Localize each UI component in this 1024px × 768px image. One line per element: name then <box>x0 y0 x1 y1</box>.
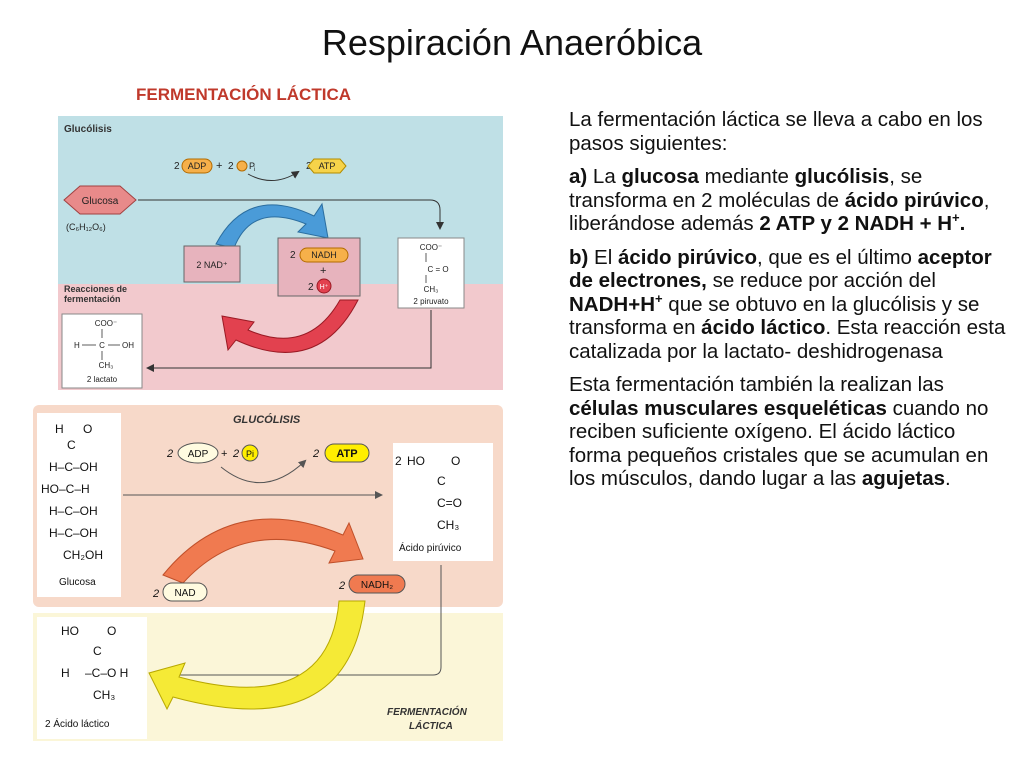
step-a-paragraph: a) La glucosa mediante glucólisis, se tr… <box>569 165 990 235</box>
lactic-fermentation-diagram-top: FERMENTACIÓN LÁCTICA Glucólisis 2 ADP + … <box>58 85 503 390</box>
svg-text:–C–O H: –C–O H <box>85 666 128 680</box>
svg-text:HO–C–H: HO–C–H <box>41 482 90 496</box>
svg-text:fermentación: fermentación <box>64 294 121 304</box>
svg-text:NAD: NAD <box>174 588 195 599</box>
svg-text:P: P <box>249 161 255 171</box>
svg-text:C = O: C = O <box>427 265 448 274</box>
adp-badge <box>181 158 213 174</box>
glucose-formula: (C₆H₁₂O₆) <box>66 222 106 232</box>
svg-text:H⁺: H⁺ <box>320 284 329 291</box>
svg-text:H–C–OH: H–C–OH <box>49 504 98 518</box>
blue-cycle-arrow <box>215 202 329 249</box>
pyruvate-box <box>397 237 465 309</box>
svg-text:H–C–OH: H–C–OH <box>49 526 98 540</box>
svg-text:C: C <box>437 474 446 488</box>
yellow-cycle-arrow <box>148 600 366 711</box>
svg-text:H: H <box>55 422 64 436</box>
svg-text:COO⁻: COO⁻ <box>95 319 117 328</box>
svg-text:CH₂OH: CH₂OH <box>63 548 103 562</box>
slide-title: Respiración Anaeróbica <box>321 22 703 63</box>
svg-text:O: O <box>107 624 116 638</box>
explanation-text: La fermentación láctica se lleva a cabo … <box>569 108 1009 501</box>
svg-text:2: 2 <box>290 250 296 261</box>
nad-badge <box>162 582 208 602</box>
muscle-paragraph: Esta fermentación también la realizan la… <box>569 373 989 490</box>
svg-text:H: H <box>74 341 80 350</box>
adp-badge <box>177 442 219 464</box>
svg-text:ADP: ADP <box>188 161 207 171</box>
svg-text:HO: HO <box>61 624 79 638</box>
svg-text:2 lactato: 2 lactato <box>87 375 118 384</box>
svg-text:CH₃: CH₃ <box>437 518 459 532</box>
orange-cycle-arrow <box>162 518 364 584</box>
glycolysis-label: Glucólisis <box>64 124 112 135</box>
svg-text:2: 2 <box>174 161 180 172</box>
svg-text:CH₃: CH₃ <box>424 285 439 294</box>
svg-text:CH₃: CH₃ <box>99 361 114 370</box>
svg-text:+: + <box>320 265 326 277</box>
glucose-label: Glucosa <box>82 196 119 207</box>
red-cycle-arrow <box>221 299 359 353</box>
nadh-badge <box>299 247 349 263</box>
glucose-structure-box <box>37 413 121 597</box>
svg-text:HO: HO <box>407 454 425 468</box>
svg-text:ADP: ADP <box>188 449 209 460</box>
svg-text:Pi: Pi <box>246 449 254 459</box>
pyruvic-acid-name: Ácido pirúvico <box>399 541 462 554</box>
svg-text:C: C <box>99 341 105 350</box>
svg-text:C=O: C=O <box>437 496 462 510</box>
svg-text:+: + <box>216 160 222 172</box>
svg-text:CH₃: CH₃ <box>93 688 115 702</box>
svg-text:LÁCTICA: LÁCTICA <box>409 719 453 732</box>
svg-text:2: 2 <box>228 161 234 172</box>
svg-text:i: i <box>254 167 255 173</box>
svg-text:2: 2 <box>312 448 319 460</box>
svg-text:2: 2 <box>166 448 173 460</box>
svg-text:ATP: ATP <box>319 161 336 171</box>
pyruvic-acid-box <box>393 443 493 561</box>
svg-text:O: O <box>83 422 92 436</box>
lactic-fermentation-diagram-bottom: GLUCÓLISIS H O C H–C–OH HO–C–H H–C–OH H–… <box>33 405 503 741</box>
glycolysis-region <box>33 405 503 607</box>
svg-text:2: 2 <box>338 580 345 592</box>
svg-text:ATP: ATP <box>336 448 357 460</box>
phosphate-icon <box>236 160 248 172</box>
svg-text:O: O <box>451 454 460 468</box>
svg-text:C: C <box>67 438 76 452</box>
svg-text:NADH: NADH <box>311 250 337 260</box>
diagram1-header: FERMENTACIÓN LÁCTICA <box>136 85 351 104</box>
svg-text:2: 2 <box>232 448 239 460</box>
phosphate-icon <box>241 444 259 462</box>
intro-paragraph: La fermentación láctica se lleva a cabo … <box>569 108 983 155</box>
lactic-acid-name: 2 Ácido láctico <box>45 717 110 730</box>
svg-text:2: 2 <box>308 282 314 293</box>
nadh2-badge <box>348 574 406 594</box>
svg-text:C: C <box>93 644 102 658</box>
glucose-name: Glucosa <box>59 577 96 588</box>
svg-text:+: + <box>221 448 227 460</box>
atp-badge <box>307 158 347 174</box>
step-b-paragraph: b) El ácido pirúvico, que es el último a… <box>569 245 1006 363</box>
svg-text:H–C–OH: H–C–OH <box>49 460 98 474</box>
svg-text:2: 2 <box>395 454 402 468</box>
svg-text:NADH₂: NADH₂ <box>361 580 393 591</box>
svg-text:COO⁻: COO⁻ <box>420 243 442 252</box>
glucose-hexagon <box>63 185 137 215</box>
svg-text:Reacciones de: Reacciones de <box>64 284 127 294</box>
svg-text:2 NAD⁺: 2 NAD⁺ <box>196 260 228 270</box>
svg-text:OH: OH <box>122 341 134 350</box>
glycolysis-label: GLUCÓLISIS <box>233 413 301 426</box>
nad-box <box>183 245 241 283</box>
svg-text:2: 2 <box>152 588 159 600</box>
svg-text:H: H <box>61 666 70 680</box>
svg-text:FERMENTACIÓN: FERMENTACIÓN <box>387 705 468 718</box>
proton-icon <box>316 278 332 294</box>
lactic-acid-box <box>37 617 147 739</box>
atp-badge <box>324 443 370 463</box>
svg-text:2 piruvato: 2 piruvato <box>413 297 449 306</box>
